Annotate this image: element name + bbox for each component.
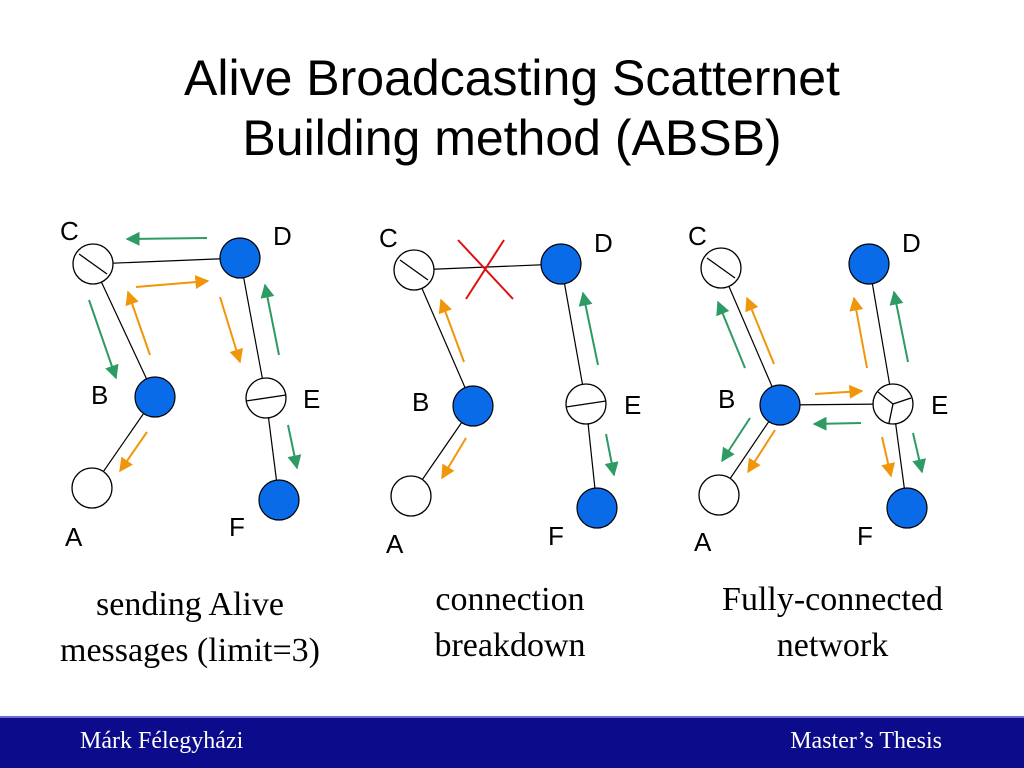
reply-arrow [287,424,302,470]
node-e-bridge-three-piconets [872,383,914,425]
node-e-bridge [245,377,287,419]
node-label-d: D [273,221,292,251]
alive-arrow [881,436,895,478]
caption-line: Fully-connected [722,581,943,618]
node-label-b: B [91,380,108,410]
alive-arrow [814,384,864,399]
panel-1-caption: sending Alive messages (limit=3) [20,582,360,674]
node-label-e: E [303,384,320,414]
panel-1-diagram: C D B E A F [60,216,320,552]
node-a-slave [698,474,740,516]
reply-arrow [721,417,751,463]
link-b-c [92,263,156,398]
node-f-master [258,479,300,521]
footer-author: Márk Félegyházi [80,728,244,754]
node-c-bridge [700,247,742,289]
reply-arrow [889,290,909,363]
panel-2-diagram: C D B E A F [379,223,641,559]
panel-3-caption: Fully-connected network [690,577,975,669]
caption-line: network [776,627,889,664]
panel-3-diagram: C D B E A F [688,221,948,557]
link-d-e [868,263,894,405]
caption-line: connection [435,581,585,618]
node-b-master [134,376,176,418]
alive-arrow [849,296,868,369]
scatternet-diagrams: C D B E A F [60,216,948,559]
node-label-e: E [624,390,641,420]
slide-title-line-2: Building method (ABSB) [242,110,782,166]
link-d-e [560,263,587,405]
node-label-e: E [931,390,948,420]
node-label-b: B [412,387,429,417]
break-mark [457,239,514,300]
node-c-bridge [393,249,435,291]
node-d-master [540,243,582,285]
node-f-master [886,487,928,529]
slide-footer: Márk Félegyházi Master’s Thesis [0,716,1024,768]
link-b-c [413,269,474,407]
node-a-slave [71,467,113,509]
alive-arrow [125,290,151,356]
node-label-a: A [694,527,712,557]
node-label-c: C [60,216,79,246]
caption-line: messages (limit=3) [60,632,320,669]
node-label-c: C [688,221,707,251]
node-label-f: F [229,512,245,542]
caption-line: breakdown [434,627,586,664]
node-d-master [848,243,890,285]
reply-arrow [125,231,208,246]
alive-arrow [119,431,148,473]
reply-arrow [812,416,862,431]
reply-arrow [578,291,599,366]
reply-arrow [88,299,119,380]
node-f-master [576,487,618,529]
node-label-c: C [379,223,398,253]
footer-thesis: Master’s Thesis [790,728,942,754]
reply-arrow [604,433,619,477]
caption-line: sending Alive [96,586,284,623]
node-c-bridge [72,243,114,285]
reply-arrow [716,300,746,369]
reply-arrow [260,283,280,356]
node-e-bridge [565,383,607,425]
alive-arrow [135,275,210,290]
node-b-master [452,385,494,427]
alive-arrow [441,437,467,480]
link-c-d [92,257,241,265]
link-b-c [720,267,781,406]
slide-title: Alive Broadcasting Scatternet Building m… [0,48,1024,168]
node-b-master [759,384,801,426]
node-label-d: D [594,228,613,258]
node-label-f: F [857,521,873,551]
node-a-slave [390,475,432,517]
alive-arrow [438,298,465,363]
alive-arrow [219,296,243,364]
node-label-d: D [902,228,921,258]
panel-2-caption: connection breakdown [380,577,640,669]
node-label-b: B [718,384,735,414]
node-label-a: A [386,529,404,559]
node-d-master [219,237,261,279]
node-label-a: A [65,522,83,552]
node-label-f: F [548,521,564,551]
slide-title-line-1: Alive Broadcasting Scatternet [184,50,840,106]
link-d-e [239,257,267,399]
alive-arrow [747,429,776,474]
alive-arrow [745,296,775,365]
reply-arrow [912,432,926,474]
